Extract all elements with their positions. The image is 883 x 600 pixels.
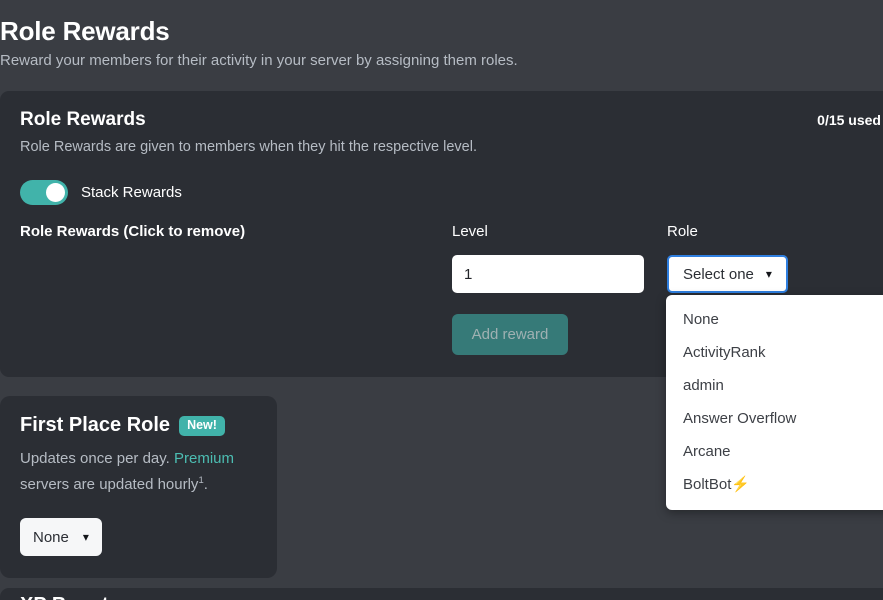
role-rewards-card: Role Rewards 0/15 used Role Rewards are … bbox=[0, 91, 883, 377]
dropdown-option-4[interactable]: Arcane bbox=[683, 443, 731, 460]
stack-rewards-label: Stack Rewards bbox=[81, 184, 182, 201]
desc-text-2: servers are updated hourly bbox=[20, 476, 199, 493]
chevron-down-icon: ▾ bbox=[765, 267, 772, 281]
footnote-marker: 1 bbox=[198, 475, 204, 486]
role-dropdown-menu[interactable]: None ActivityRank admin Answer Overflow … bbox=[666, 295, 883, 510]
first-place-role-select[interactable]: None ▾ bbox=[20, 518, 102, 556]
role-column: Role Select one ▾ bbox=[667, 223, 883, 355]
dropdown-option-2[interactable]: admin bbox=[683, 377, 724, 394]
toggle-knob bbox=[46, 183, 65, 202]
dropdown-option-1[interactable]: ActivityRank bbox=[683, 344, 766, 361]
role-field-wrap: Select one ▾ bbox=[667, 255, 883, 293]
first-place-description: Updates once per day. Premium servers ar… bbox=[20, 448, 257, 496]
card-description: Role Rewards are given to members when t… bbox=[20, 139, 477, 155]
dropdown-option-5[interactable]: BoltBot⚡ bbox=[683, 476, 751, 493]
dropdown-option-3[interactable]: Answer Overflow bbox=[683, 410, 797, 427]
first-place-select-value: None bbox=[33, 528, 69, 546]
card-header-row: Role Rewards 0/15 used bbox=[20, 109, 881, 131]
desc-text-3: . bbox=[203, 476, 208, 493]
xp-boost-card: XP Boost bbox=[0, 588, 883, 600]
level-field-wrap bbox=[452, 255, 667, 293]
xp-boost-title: XP Boost bbox=[20, 594, 883, 600]
role-select[interactable]: Select one ▾ bbox=[667, 255, 788, 293]
rewards-column: Role Rewards (Click to remove) bbox=[20, 223, 452, 355]
page-title: Role Rewards bbox=[0, 16, 170, 46]
first-place-title-row: First Place Role New! bbox=[20, 414, 257, 437]
stack-rewards-toggle[interactable] bbox=[20, 180, 68, 205]
rewards-list-label: Role Rewards (Click to remove) bbox=[20, 223, 246, 240]
role-select-value: Select one bbox=[683, 265, 754, 283]
level-column: Level Add reward bbox=[452, 223, 667, 355]
first-place-role-card: First Place Role New! Updates once per d… bbox=[0, 396, 277, 578]
premium-link[interactable]: Premium bbox=[173, 450, 234, 467]
desc-text-1: Updates once per day. bbox=[20, 450, 174, 467]
dropdown-option-0[interactable]: None bbox=[683, 311, 719, 328]
chevron-down-icon: ▾ bbox=[82, 530, 89, 544]
usage-counter: 0/15 used bbox=[817, 112, 881, 128]
level-input[interactable] bbox=[452, 255, 644, 293]
first-place-title: First Place Role bbox=[20, 414, 171, 436]
level-label: Level bbox=[452, 223, 488, 240]
card-title: Role Rewards bbox=[20, 109, 146, 130]
add-reward-button[interactable]: Add reward bbox=[452, 314, 568, 355]
stack-rewards-row: Stack Rewards bbox=[20, 180, 883, 205]
rewards-form: Role Rewards (Click to remove) Level Add… bbox=[20, 223, 883, 355]
page-subtitle: Reward your members for their activity i… bbox=[0, 52, 518, 69]
new-badge: New! bbox=[179, 415, 225, 436]
page-header: Role Rewards Reward your members for the… bbox=[0, 0, 883, 72]
role-label: Role bbox=[667, 223, 698, 240]
